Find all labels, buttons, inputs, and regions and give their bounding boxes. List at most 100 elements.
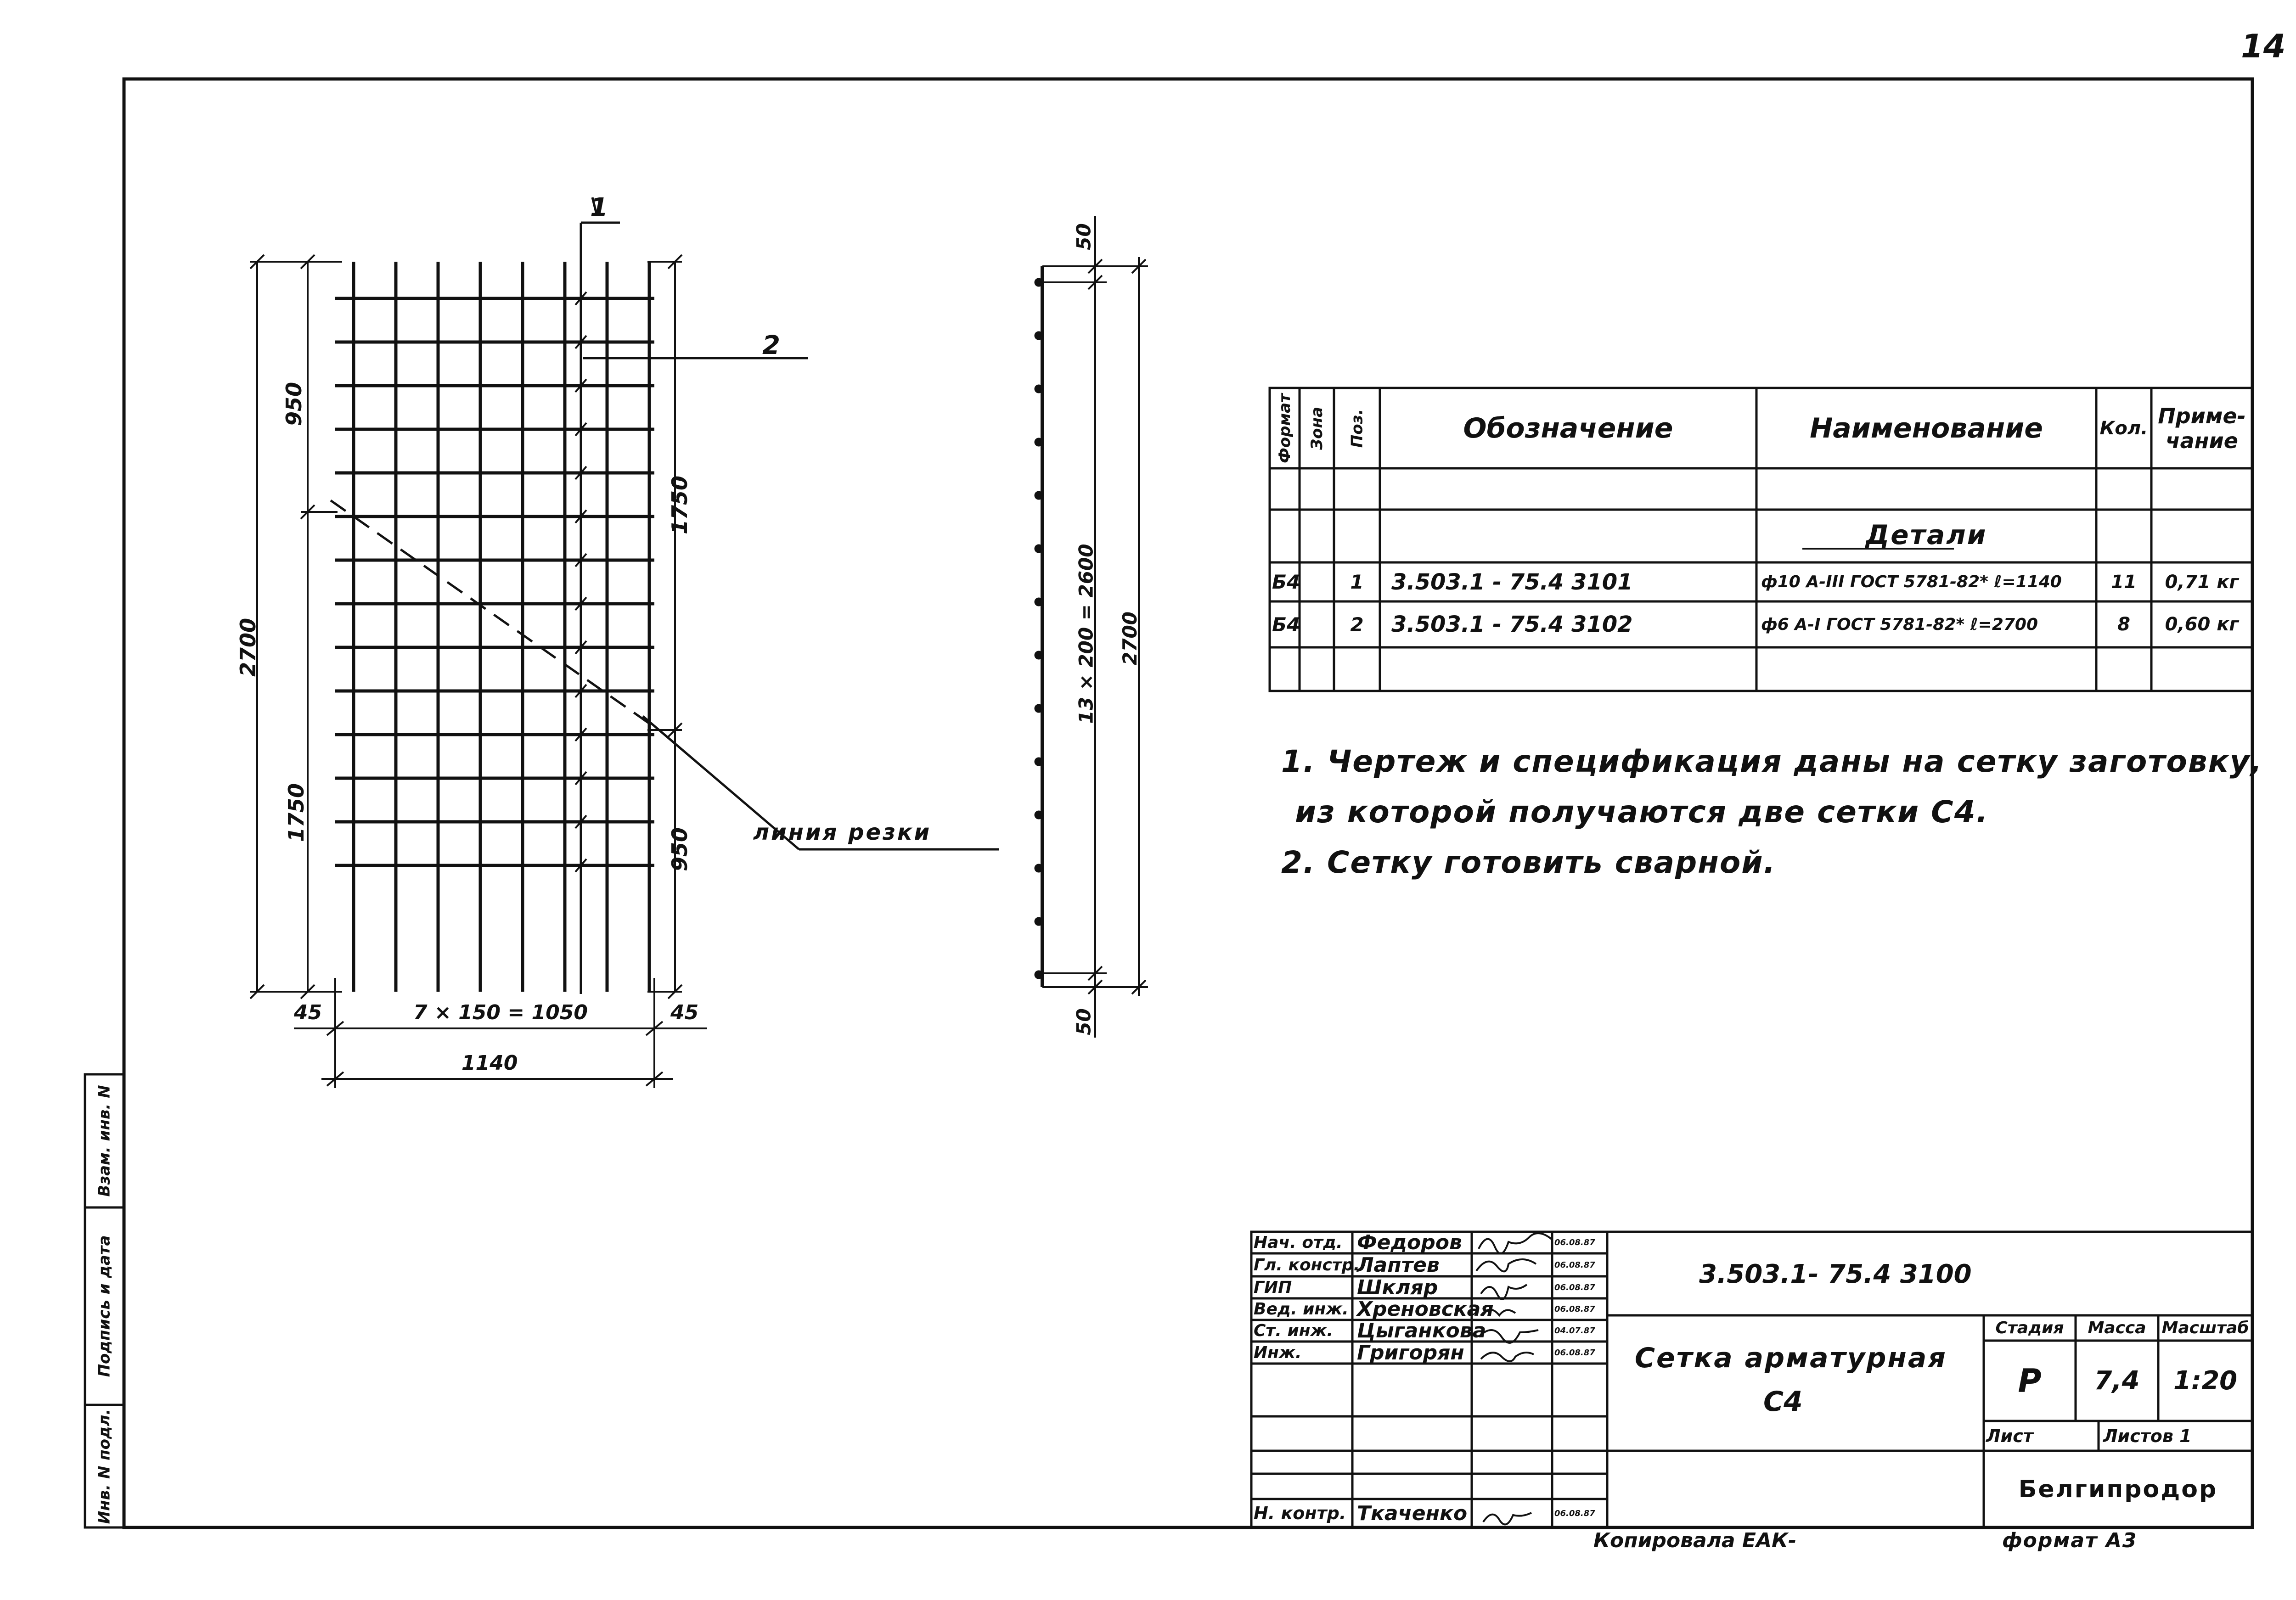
side-dim-50-top: 50 bbox=[1070, 216, 1097, 257]
stamp-signature-label: Подпись и дата bbox=[95, 1235, 114, 1377]
side-bar-dot-12 bbox=[1034, 864, 1043, 873]
cut-line bbox=[330, 499, 999, 851]
tb-name-2: Лаптев bbox=[1357, 1253, 1440, 1277]
dim-1750-bottom-left: 1750 bbox=[278, 776, 315, 849]
tb-date-2: 06.08.87 bbox=[1554, 1260, 1595, 1270]
side-bar-dot-4 bbox=[1034, 438, 1043, 447]
dim-950-bottom-right: 950 bbox=[661, 822, 698, 877]
spec-header-note: Приме-чание bbox=[2158, 403, 2246, 453]
tb-date-5: 04.07.87 bbox=[1554, 1326, 1595, 1336]
cut-line-label: линия резки bbox=[753, 820, 932, 845]
spec-row1-name: ф10 А-III ГОСТ 5781-82* ℓ=1140 bbox=[1761, 573, 2062, 591]
tb-role-1: Нач. отд. bbox=[1254, 1233, 1343, 1252]
dim-1750-top-right: 1750 bbox=[661, 468, 698, 542]
tb-scale-value: 1:20 bbox=[2173, 1366, 2238, 1396]
side-dim-pitch: 13 × 200 = 2600 bbox=[1068, 542, 1104, 725]
tb-date-1: 06.08.87 bbox=[1554, 1238, 1595, 1247]
stamp-original-inv-label: Инв. N подл. bbox=[95, 1409, 114, 1524]
spec-row1-format: Б4 bbox=[1272, 571, 1300, 593]
tb-title-line-2: С4 bbox=[1763, 1385, 1803, 1418]
side-view-bar-dots bbox=[1034, 278, 1043, 979]
spec-row1-qty: 11 bbox=[2111, 571, 2137, 593]
tb-sheet-label: Лист bbox=[1986, 1426, 2033, 1446]
spec-header-zone: Зона bbox=[1300, 388, 1334, 468]
tb-role-4: Вед. инж. bbox=[1254, 1300, 1349, 1319]
side-bar-dot-6 bbox=[1034, 544, 1043, 553]
dim-1750-top-right-text: 1750 bbox=[667, 475, 692, 535]
callout-1-label: 1 bbox=[590, 193, 608, 223]
note-1-line-1: 1. Чертеж и спецификация даны на сетку з… bbox=[1281, 744, 2263, 779]
spec-header-pos-text: Поз. bbox=[1348, 409, 1366, 448]
dim-2700-total: 2700 bbox=[230, 611, 266, 684]
spec-header-designation: Обозначение bbox=[1463, 412, 1673, 444]
dim-45-left: 45 bbox=[294, 1001, 322, 1024]
side-bar-dot-2 bbox=[1034, 331, 1043, 340]
tb-date-3: 06.08.87 bbox=[1554, 1282, 1595, 1292]
side-bar-dot-5 bbox=[1034, 491, 1043, 500]
stamp-cell-signature: Подпись и дата bbox=[85, 1207, 124, 1405]
side-bar-dot-9 bbox=[1034, 704, 1043, 713]
spec-table-grid bbox=[1268, 387, 2254, 692]
side-dim-50-bottom: 50 bbox=[1070, 1001, 1097, 1042]
side-bar-dot-13 bbox=[1034, 917, 1043, 926]
mesh-transverse-bars bbox=[335, 297, 654, 867]
tb-date-6: 06.08.87 bbox=[1554, 1347, 1595, 1358]
side-bar-dot-1 bbox=[1034, 278, 1043, 287]
spec-row1-designation: 3.503.1 - 75.4 3101 bbox=[1391, 569, 1633, 595]
tb-normcontrol-date: 06.08.87 bbox=[1554, 1508, 1595, 1518]
spec-header-pos: Поз. bbox=[1334, 388, 1380, 468]
tb-name-1: Федоров bbox=[1357, 1231, 1462, 1254]
dim-950-top-left: 950 bbox=[276, 376, 312, 432]
spec-row2-name: ф6 А-I ГОСТ 5781-82* ℓ=2700 bbox=[1761, 615, 2038, 634]
dim-pitch-1050: 7 × 150 = 1050 bbox=[413, 1001, 588, 1024]
sheet-frame bbox=[122, 77, 2254, 1529]
section-line-1 bbox=[580, 197, 620, 994]
side-dim-2700-text: 2700 bbox=[1118, 611, 1141, 665]
copied-by: Копировала ЕАК- bbox=[1593, 1529, 1797, 1552]
tb-sheets-label: Листов 1 bbox=[2103, 1426, 2192, 1446]
tb-name-6: Григорян bbox=[1357, 1341, 1464, 1364]
side-bar-dot-3 bbox=[1034, 384, 1043, 393]
spec-section-details: Детали bbox=[1865, 519, 1987, 550]
spec-header-format-text: Формат bbox=[1275, 393, 1294, 463]
spec-row2-designation: 3.503.1 - 75.4 3102 bbox=[1391, 612, 1633, 637]
plan-dimension-lines bbox=[249, 254, 707, 1088]
tb-stage-value: Р bbox=[2018, 1362, 2042, 1400]
tb-name-5: Цыганкова bbox=[1357, 1319, 1486, 1342]
spec-row1-pos: 1 bbox=[1350, 571, 1364, 593]
mesh-longitudinal-bars bbox=[352, 262, 651, 992]
tb-role-6: Инж. bbox=[1254, 1343, 1302, 1362]
side-bar-dot-14 bbox=[1034, 970, 1043, 979]
tb-role-5: Ст. инж. bbox=[1254, 1321, 1334, 1340]
side-bar-dot-11 bbox=[1034, 810, 1043, 820]
sheet-format: формат А3 bbox=[2002, 1529, 2138, 1552]
dim-950-bottom-right-text: 950 bbox=[667, 827, 692, 872]
tb-mass-label: Масса bbox=[2088, 1319, 2146, 1337]
mesh-plan-view bbox=[335, 262, 654, 992]
spec-header-name: Наименование bbox=[1810, 412, 2043, 444]
spec-row1-note: 0,71 кг bbox=[2165, 571, 2239, 593]
tb-stage-label: Стадия bbox=[1995, 1319, 2064, 1337]
note-1-line-2: из которой получаются две сетки С4. bbox=[1295, 794, 1989, 830]
spec-row2-qty: 8 bbox=[2117, 614, 2130, 635]
dim-950-top-left-text: 950 bbox=[281, 382, 306, 427]
tb-role-2: Гл. констр. bbox=[1254, 1255, 1360, 1274]
spec-header-zone-text: Зона bbox=[1307, 406, 1326, 450]
dim-2700-total-text: 2700 bbox=[236, 618, 260, 677]
note-2: 2. Сетку готовить сварной. bbox=[1281, 845, 1776, 880]
spec-row2-format: Б4 bbox=[1272, 613, 1300, 636]
tb-normcontrol-name: Ткаченко bbox=[1357, 1501, 1468, 1525]
tb-mass-value: 7,4 bbox=[2094, 1366, 2140, 1396]
side-dim-pitch-text: 13 × 200 = 2600 bbox=[1075, 544, 1097, 724]
dim-1750-bottom-left-text: 1750 bbox=[284, 783, 309, 842]
spec-row2-note: 0,60 кг bbox=[2165, 614, 2239, 635]
tb-organization: Белгипродор bbox=[2018, 1475, 2218, 1503]
signatures bbox=[1475, 1232, 1553, 1526]
tb-name-4: Хреновская bbox=[1357, 1297, 1494, 1321]
stamp-cell-original: Инв. N подл. bbox=[85, 1405, 124, 1527]
tb-role-3: ГИП bbox=[1254, 1278, 1292, 1297]
side-dim-50-bottom-text: 50 bbox=[1072, 1008, 1095, 1035]
side-bar-dot-10 bbox=[1034, 757, 1043, 766]
mesh-side-view bbox=[1034, 216, 1148, 1038]
